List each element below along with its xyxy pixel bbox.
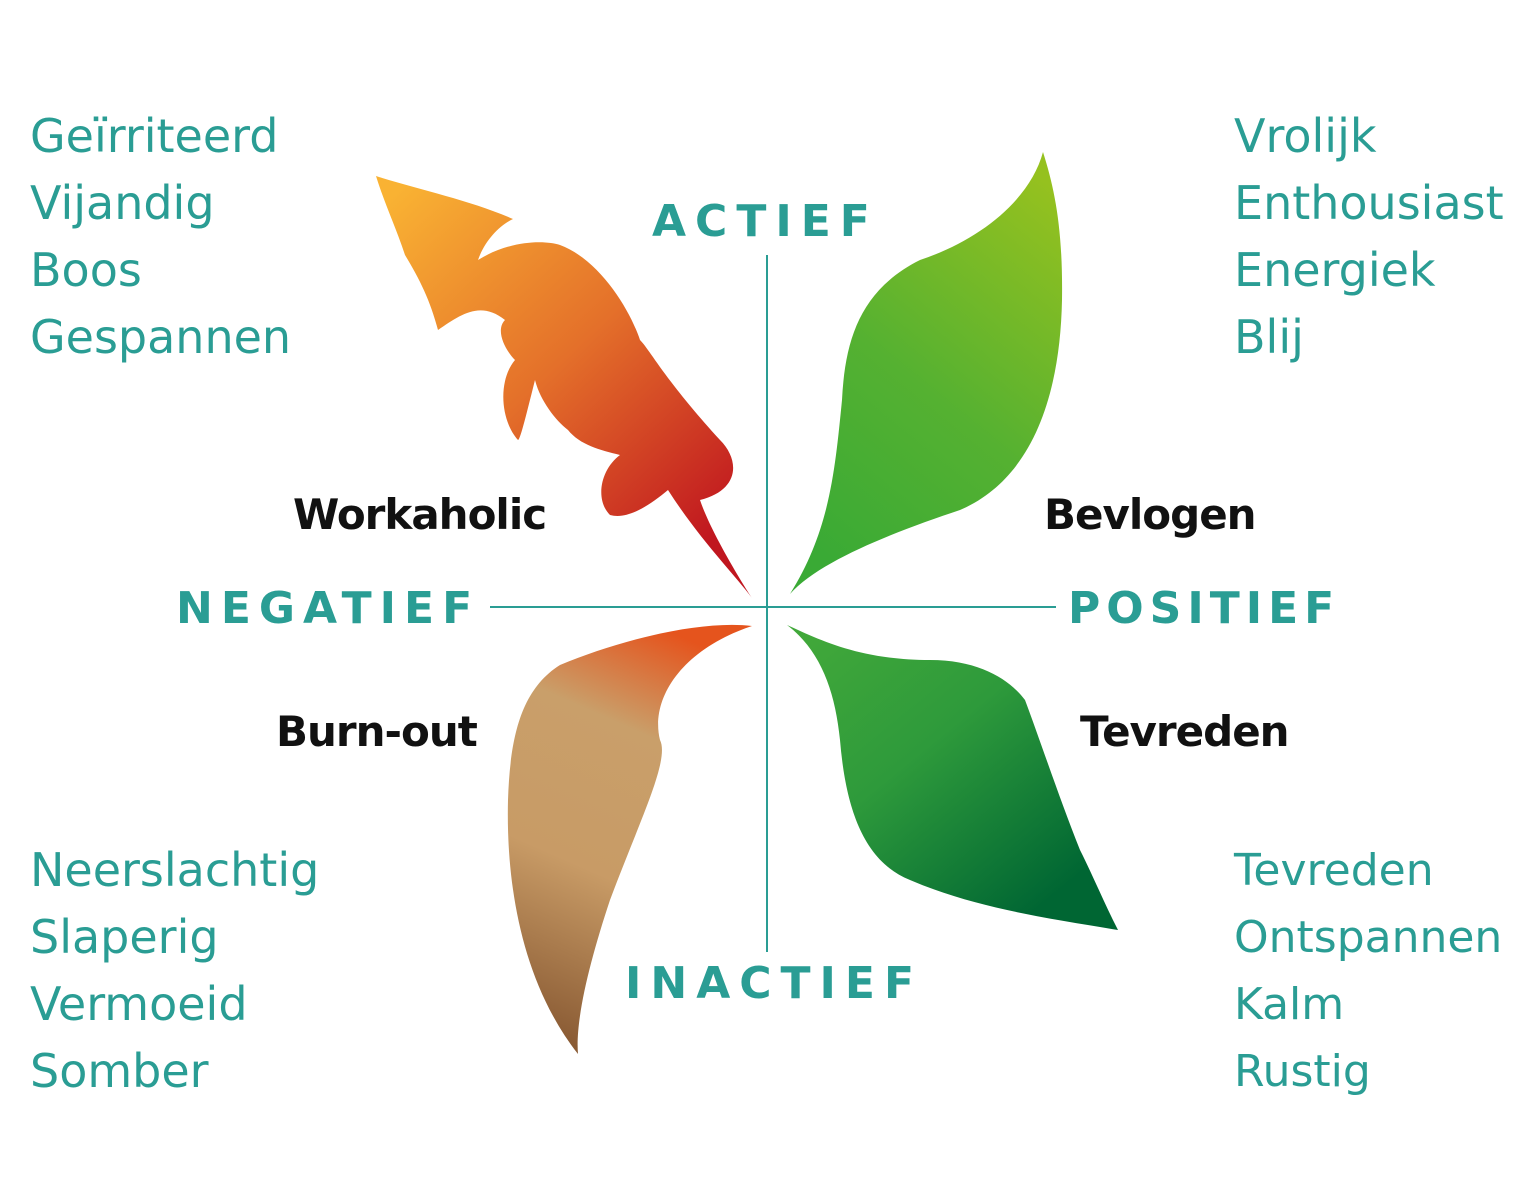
word-list-top-right: Vrolijk Enthousiast Energiek Blij [1234, 103, 1504, 371]
quadrant-label-bottom-right: Tevreden [1080, 707, 1290, 756]
tevreden-leaf-icon [787, 625, 1118, 930]
quadrant-label-bottom-left: Burn-out [276, 707, 478, 756]
word-item: Boos [30, 243, 142, 297]
word-item: Kalm [1234, 979, 1345, 1030]
word-list-bottom-right: Tevreden Ontspannen Kalm Rustig [1234, 837, 1502, 1105]
word-item: Vijandig [30, 176, 215, 230]
withered-leaf-icon [507, 624, 752, 1054]
word-item: Tevreden [1234, 845, 1434, 896]
word-item: Enthousiast [1234, 176, 1504, 230]
axis-label-right: POSITIEF [1068, 583, 1341, 634]
word-item: Vermoeid [30, 977, 248, 1031]
word-item: Geïrriteerd [30, 109, 279, 163]
axis-label-top: ACTIEF [652, 196, 879, 247]
word-item: Slaperig [30, 910, 219, 964]
word-list-bottom-left: Neerslachtig Slaperig Vermoeid Somber [30, 837, 319, 1105]
word-item: Energiek [1234, 243, 1436, 297]
quadrant-label-top-left: Workaholic [293, 490, 547, 539]
word-item: Neerslachtig [30, 843, 320, 897]
bevlogen-leaf-icon [790, 152, 1063, 594]
word-item: Vrolijk [1234, 109, 1377, 163]
word-item: Blij [1234, 310, 1304, 364]
word-list-top-left: Geïrriteerd Vijandig Boos Gespannen [30, 103, 291, 371]
word-item: Gespannen [30, 310, 292, 364]
quadrant-label-top-right: Bevlogen [1044, 490, 1257, 539]
axis-label-left: NEGATIEF [176, 583, 481, 634]
word-item: Ontspannen [1234, 912, 1503, 963]
word-item: Somber [30, 1044, 209, 1098]
word-item: Rustig [1234, 1046, 1371, 1097]
oak-leaf-icon [376, 176, 752, 598]
axis-label-bottom: INACTIEF [625, 958, 924, 1009]
